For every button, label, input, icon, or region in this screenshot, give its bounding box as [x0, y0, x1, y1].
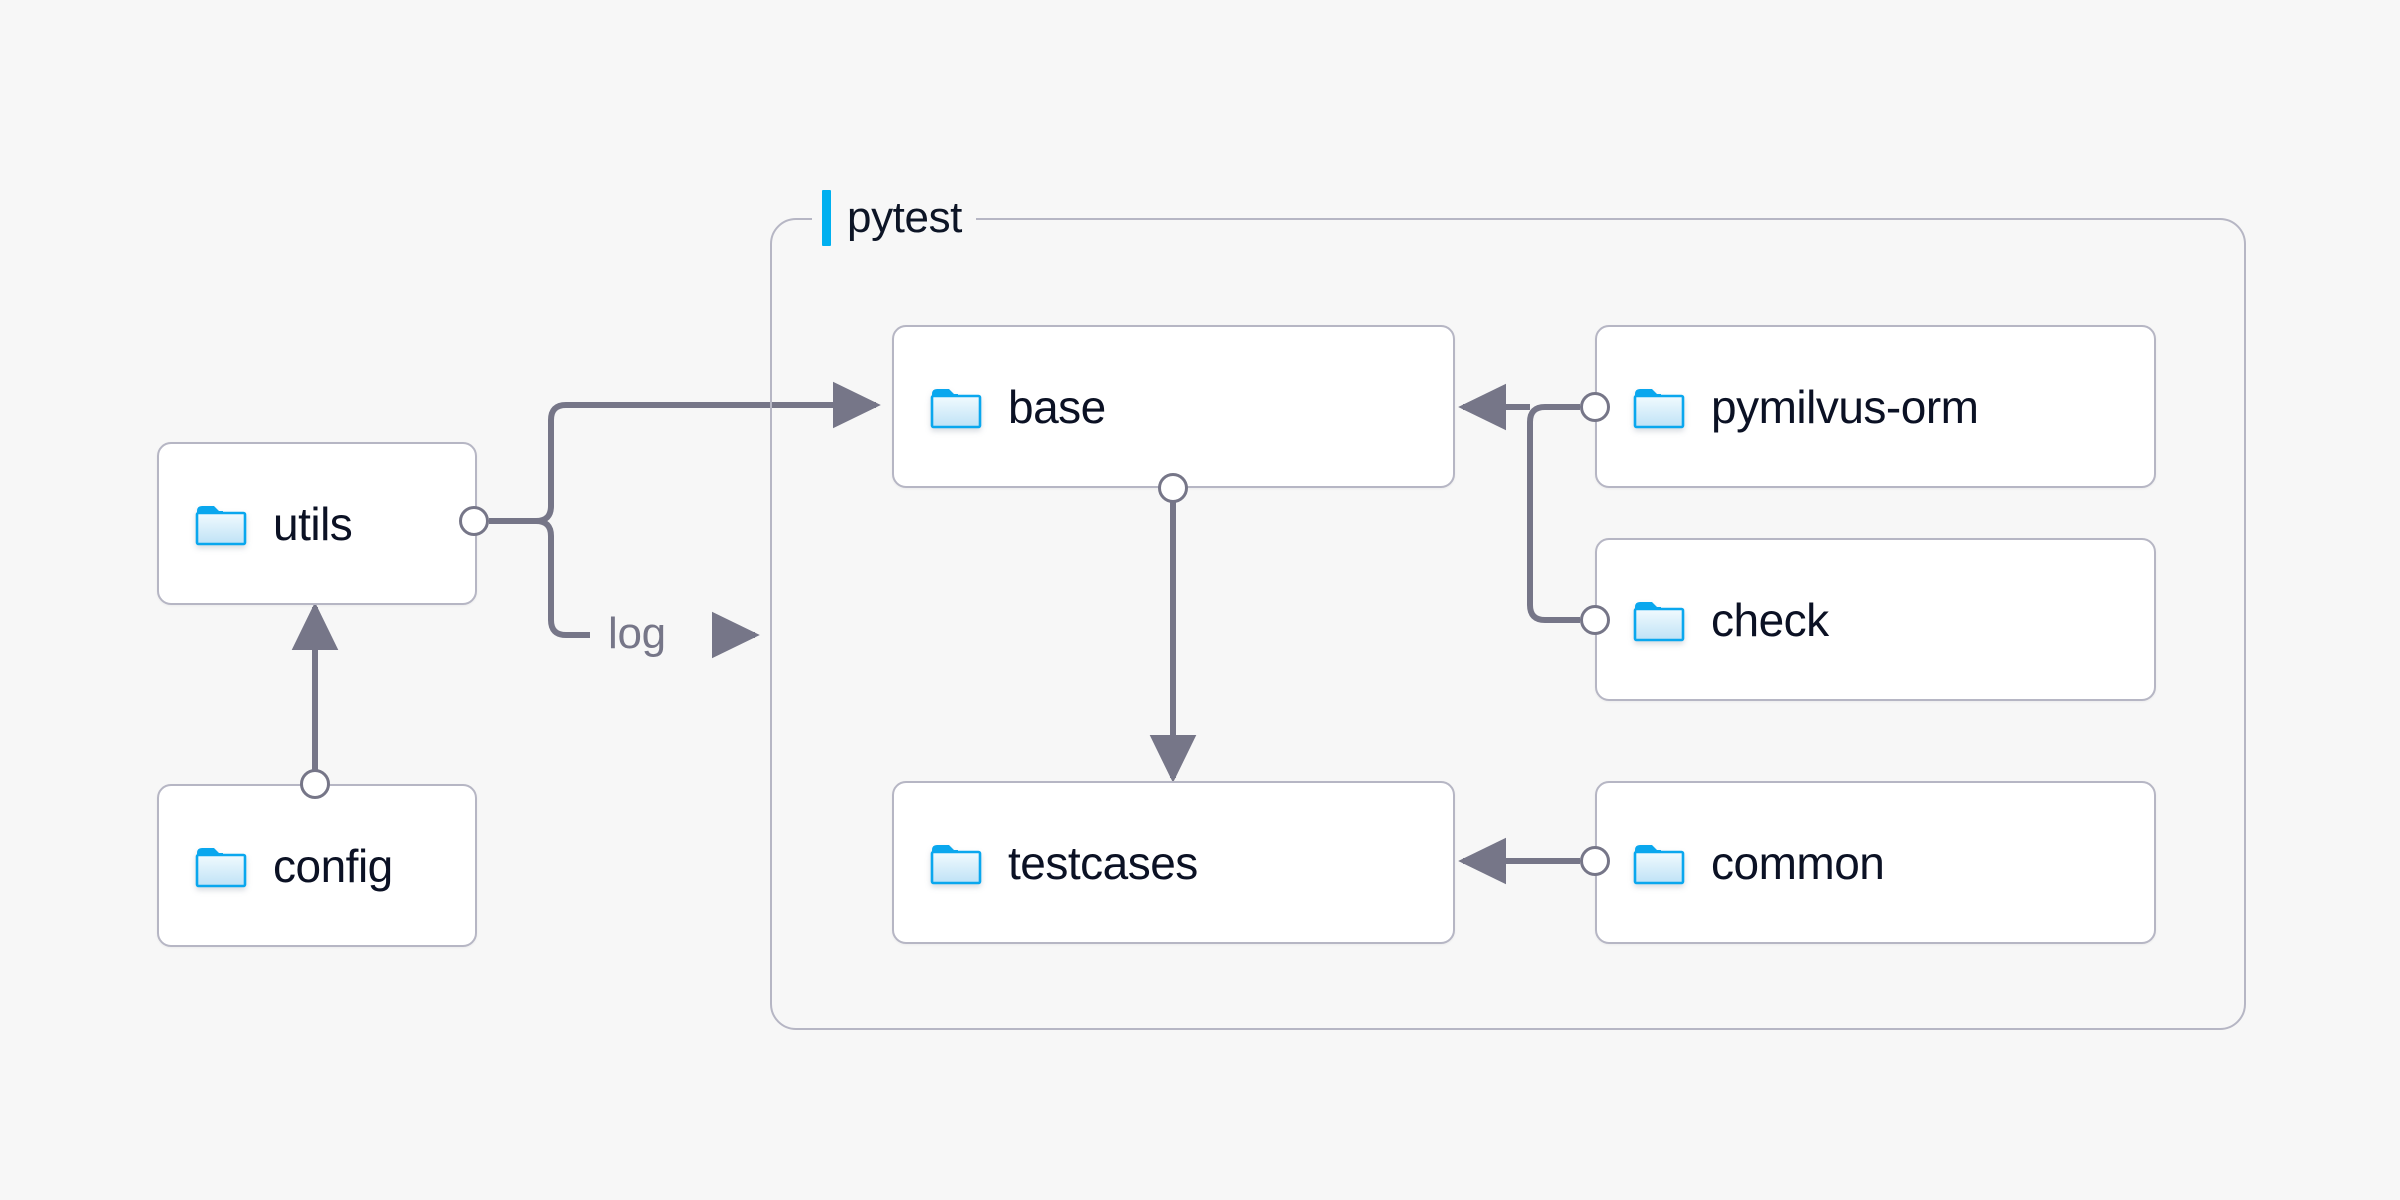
folder-icon — [930, 388, 982, 428]
node-config[interactable]: config — [157, 784, 477, 947]
folder-icon — [195, 847, 247, 887]
node-config-label: config — [273, 839, 393, 892]
folder-icon — [1633, 388, 1685, 428]
node-base-label: base — [1008, 380, 1106, 433]
port-check-left[interactable] — [1580, 605, 1610, 635]
node-pymilvus-orm[interactable]: pymilvus-orm — [1595, 325, 2156, 488]
node-pymilvus-orm-label: pymilvus-orm — [1711, 380, 1979, 433]
node-check[interactable]: check — [1595, 538, 2156, 701]
node-testcases[interactable]: testcases — [892, 781, 1455, 944]
folder-icon — [195, 505, 247, 545]
node-utils[interactable]: utils — [157, 442, 477, 605]
node-check-label: check — [1711, 593, 1829, 646]
node-base[interactable]: base — [892, 325, 1455, 488]
group-accent-bar — [822, 190, 831, 246]
port-base-bottom[interactable] — [1158, 473, 1188, 503]
folder-icon — [930, 844, 982, 884]
port-config-top[interactable] — [300, 769, 330, 799]
port-pymilvus-orm-left[interactable] — [1580, 392, 1610, 422]
node-testcases-label: testcases — [1008, 836, 1198, 889]
port-utils-right[interactable] — [459, 506, 489, 536]
group-pytest-label-text: pytest — [847, 193, 962, 242]
node-common-label: common — [1711, 836, 1885, 889]
group-pytest[interactable] — [770, 218, 2246, 1030]
node-common[interactable]: common — [1595, 781, 2156, 944]
edge-utils-log — [535, 518, 590, 638]
folder-icon — [1633, 601, 1685, 641]
edge-label-log: log — [600, 612, 674, 656]
edge-label-log-text: log — [608, 609, 666, 658]
folder-icon — [1633, 844, 1685, 884]
node-utils-label: utils — [273, 497, 353, 550]
port-common-left[interactable] — [1580, 846, 1610, 876]
group-pytest-label: pytest — [812, 187, 976, 249]
